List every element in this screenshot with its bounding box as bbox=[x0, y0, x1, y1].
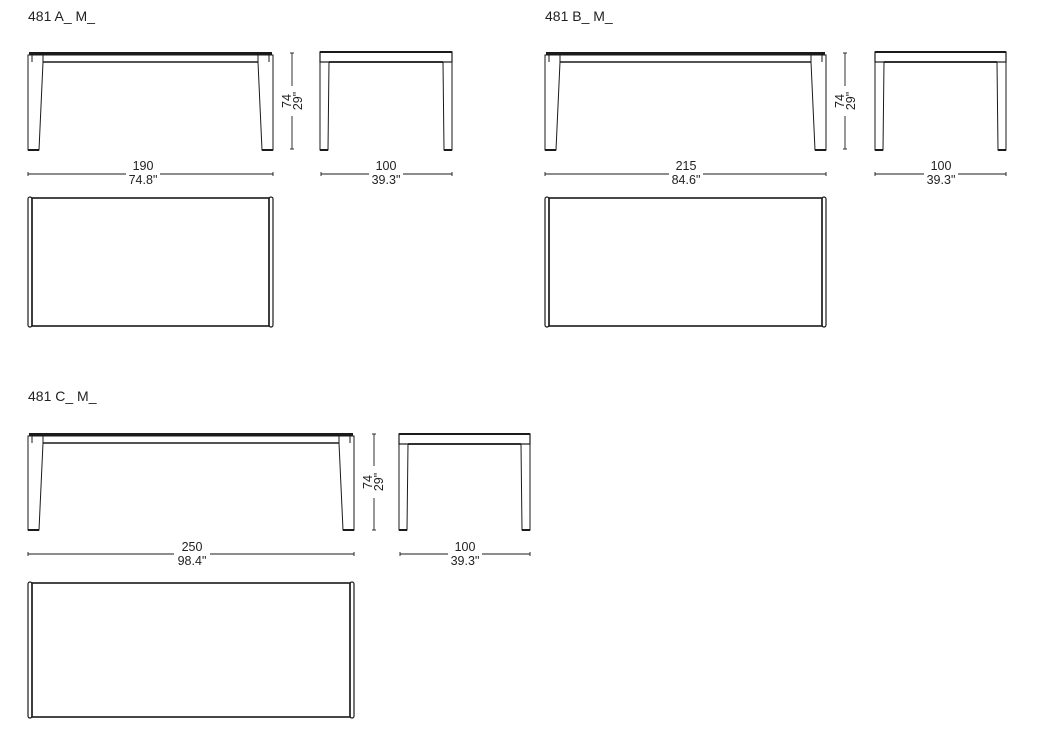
table-a-depth-in: 39.3" bbox=[372, 173, 401, 187]
table-b-top-view-surface bbox=[548, 197, 823, 327]
table-c-height-cm: 74 bbox=[361, 475, 375, 489]
table-b-model-label: 481 B_ M_ bbox=[545, 8, 613, 24]
table-c-length-in: 98.4" bbox=[178, 554, 207, 568]
table-c-top-view-end-right bbox=[349, 581, 355, 719]
table-c-depth-cm: 100 bbox=[455, 540, 476, 554]
table-c-depth-in: 39.3" bbox=[451, 554, 480, 568]
table-a-front-leg-left bbox=[27, 54, 44, 151]
table-b-depth-in: 39.3" bbox=[927, 173, 956, 187]
table-b-front-leg-right bbox=[810, 54, 827, 151]
table-c-model-label: 481 C_ M_ bbox=[28, 388, 97, 404]
table-a-side-leg-right bbox=[442, 61, 453, 151]
table-a-length-cm: 190 bbox=[133, 159, 154, 173]
table-a-top-view-surface bbox=[31, 197, 270, 327]
table-b-side-leg-right bbox=[996, 61, 1007, 151]
table-b-length-cm: 215 bbox=[676, 159, 697, 173]
table-b-front-leg-left bbox=[544, 54, 561, 151]
drawing-shapes bbox=[27, 51, 1007, 719]
table-a-model-label: 481 A_ M_ bbox=[28, 8, 95, 24]
table-a-side-top bbox=[319, 51, 453, 63]
table-b-front-top bbox=[546, 52, 825, 55]
table-c-front-top bbox=[29, 433, 353, 436]
table-c-front-leg-left bbox=[27, 435, 44, 531]
table-b-length-in: 84.6" bbox=[672, 173, 701, 187]
table-a-depth-cm: 100 bbox=[376, 159, 397, 173]
table-a-length-in: 74.8" bbox=[129, 173, 158, 187]
table-a-height-cm: 74 bbox=[280, 94, 294, 108]
table-c-height-in: 29" bbox=[372, 473, 386, 491]
table-c-top-view-end-left bbox=[27, 581, 33, 719]
table-a-top-view-end-left bbox=[27, 196, 33, 328]
table-b-depth-cm: 100 bbox=[931, 159, 952, 173]
table-a-side-leg-left bbox=[319, 61, 330, 151]
table-a-front-leg-right bbox=[257, 54, 274, 151]
table-a-top-view-end-right bbox=[268, 196, 274, 328]
table-c-side-leg-left bbox=[398, 443, 409, 531]
table-b-group: 481 B_ M_ 215 84.6" 100 39.3" 74 29" bbox=[545, 8, 955, 187]
table-c-side-leg-right bbox=[520, 443, 531, 531]
table-b-height-in: 29" bbox=[844, 92, 858, 110]
table-c-length-cm: 250 bbox=[182, 540, 203, 554]
table-a-front-top bbox=[29, 52, 272, 55]
table-c-group: 481 C_ M_ 250 98.4" 100 39.3" 74 29" bbox=[28, 388, 479, 568]
table-a-group: 481 A_ M_ 190 74.8" 100 39.3" 74 29" bbox=[28, 8, 400, 187]
table-b-side-top bbox=[874, 51, 1007, 63]
table-c-top-view-surface bbox=[31, 582, 351, 718]
table-c-side-top bbox=[398, 433, 531, 445]
table-b-side-leg-left bbox=[874, 61, 885, 151]
table-a-height-in: 29" bbox=[291, 92, 305, 110]
table-b-top-view-end-left bbox=[544, 196, 550, 328]
table-b-height-cm: 74 bbox=[833, 94, 847, 108]
table-c-front-leg-right bbox=[338, 435, 355, 531]
table-b-top-view-end-right bbox=[821, 196, 827, 328]
